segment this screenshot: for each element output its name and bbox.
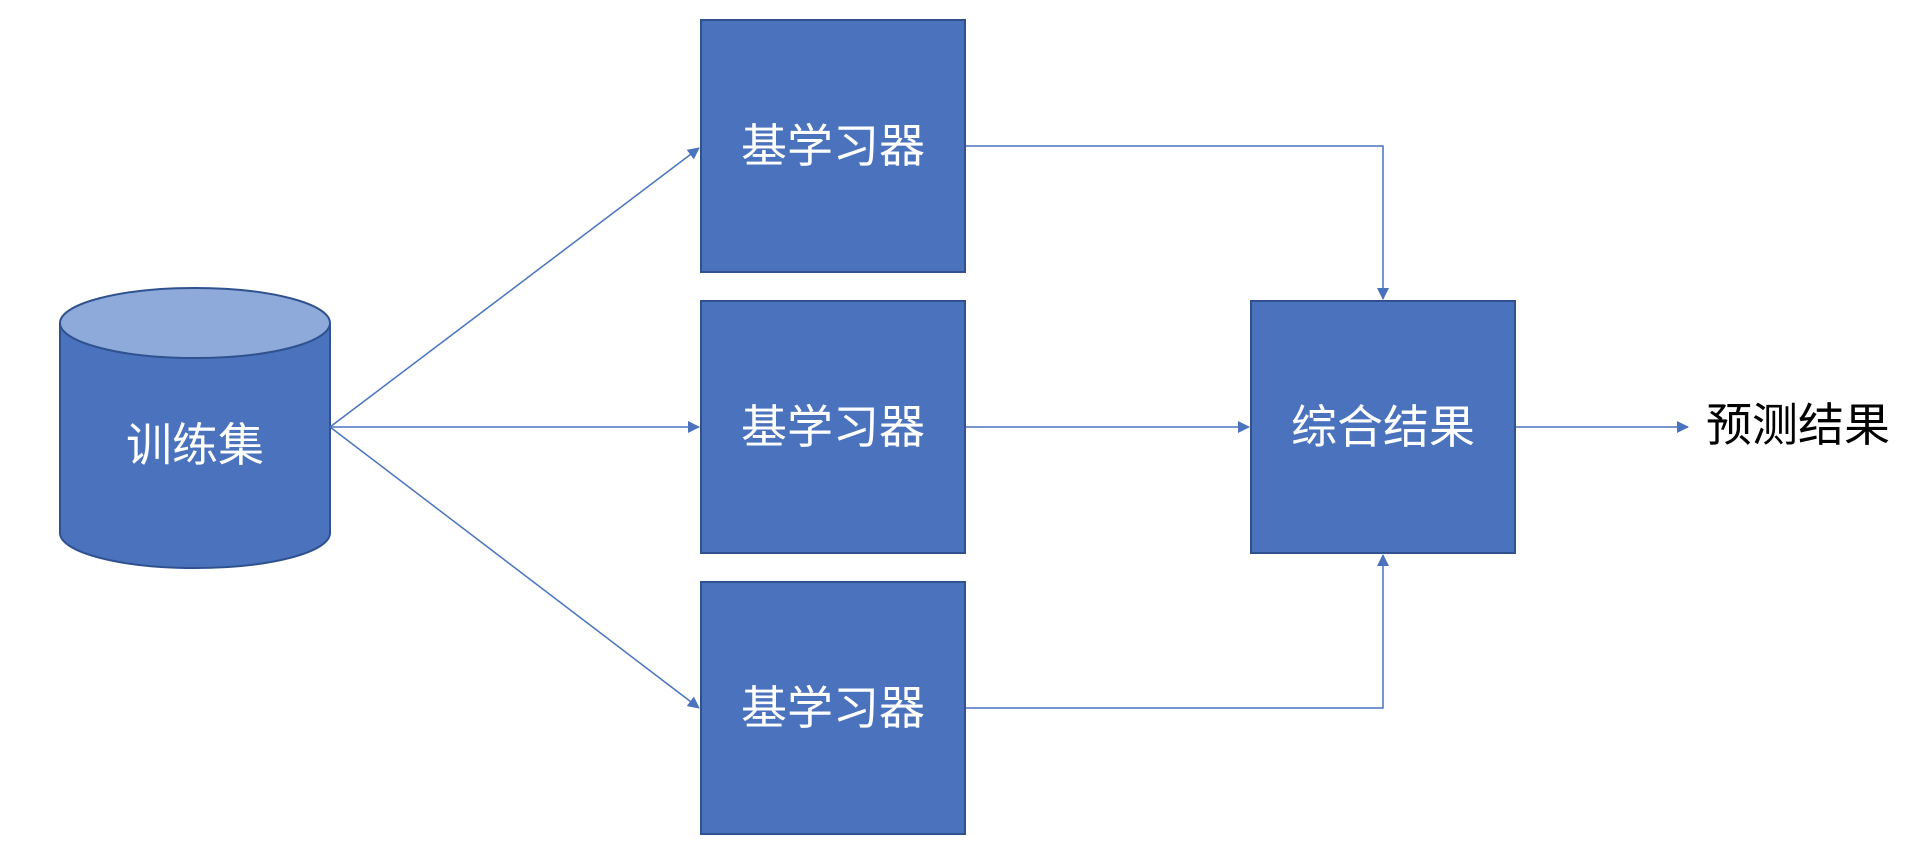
base-learner-1: 基学习器 [700, 19, 966, 273]
cylinder-top [59, 287, 331, 359]
arrow-train-to-learner-3 [329, 426, 700, 709]
base-learner-3: 基学习器 [700, 581, 966, 835]
base-learner-box [700, 581, 966, 835]
arrow-learner-3-to-combine [966, 554, 1389, 709]
arrow-learner-1-to-combine [966, 145, 1389, 300]
base-learner-box [700, 300, 966, 554]
base-learner-2: 基学习器 [700, 300, 966, 554]
base-learner-label: 基学习器 [741, 681, 925, 735]
training-set-cylinder: 训练集 [59, 287, 331, 569]
combine-results-node: 综合结果 [1250, 300, 1516, 554]
base-learner-label: 基学习器 [741, 119, 925, 173]
base-learner-box [700, 19, 966, 273]
base-learner-label: 基学习器 [741, 400, 925, 454]
arrow-train-to-learner-1 [329, 147, 700, 428]
training-set-label: 训练集 [126, 418, 264, 472]
cylinder-body [59, 323, 331, 569]
prediction-result-label: 预测结果 [1706, 398, 1890, 452]
combine-results-box [1250, 300, 1516, 554]
combine-results-label: 综合结果 [1291, 400, 1475, 454]
